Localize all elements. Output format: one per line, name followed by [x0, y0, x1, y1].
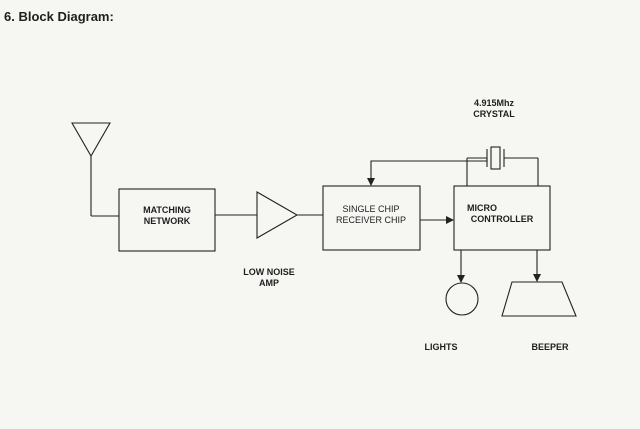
receiver-label-line-1: SINGLE CHIP: [342, 204, 399, 214]
low-noise-amp-block: LOW NOISE AMP: [243, 191, 299, 288]
beeper-label: BEEPER: [531, 342, 569, 352]
matching-network-block: MATCHING NETWORK: [118, 188, 216, 252]
lights-icon: [445, 282, 479, 316]
low-noise-amp-label-line-1: LOW NOISE: [243, 267, 295, 277]
crystal-to-receiver-arrow: [367, 158, 488, 186]
crystal-label-line-1: 4.915Mhz: [474, 98, 515, 108]
matching-network-label-line-1: MATCHING: [143, 205, 191, 215]
crystal-label-line-2: CRYSTAL: [473, 109, 515, 119]
lights-label: LIGHTS: [425, 342, 458, 352]
microcontroller-label-line-1: MICRO: [467, 203, 497, 213]
receiver-label-line-2: RECEIVER CHIP: [336, 215, 406, 225]
crystal-icon: [466, 146, 539, 186]
matching-network-label-line-2: NETWORK: [144, 216, 191, 226]
diagram-heading: 6. Block Diagram:: [4, 9, 114, 24]
antenna-icon: [71, 122, 119, 217]
microcontroller-label-line-2: CONTROLLER: [471, 214, 534, 224]
low-noise-amp-label-line-2: AMP: [259, 278, 279, 288]
receiver-chip-block: SINGLE CHIP RECEIVER CHIP: [322, 185, 421, 251]
beeper-icon: [501, 281, 577, 317]
microcontroller-block: MICRO CONTROLLER: [453, 185, 551, 251]
